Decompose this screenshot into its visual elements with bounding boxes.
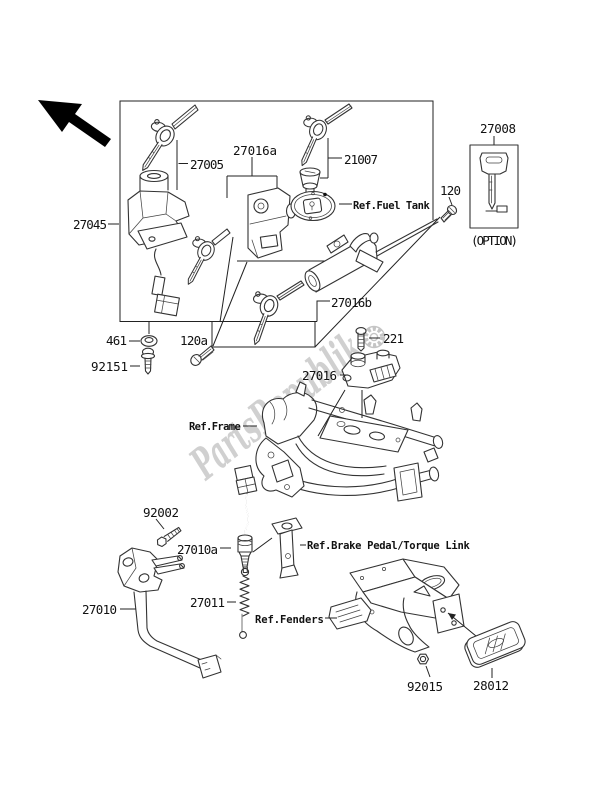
ignition-switch-27045-drawing bbox=[127, 169, 190, 317]
label-92002: 92002 bbox=[143, 505, 179, 520]
ignition-key-27005-drawing bbox=[126, 104, 199, 176]
label-option: (OPTION) bbox=[471, 233, 518, 248]
fuel-cap-key-21007-drawing bbox=[285, 103, 353, 194]
direction-arrow-icon bbox=[38, 100, 111, 147]
spare-key-drawing bbox=[172, 228, 231, 289]
screw-221-drawing bbox=[355, 327, 380, 352]
gear-icon bbox=[362, 325, 386, 349]
spring-27011-drawing bbox=[227, 567, 250, 639]
switch-holder-27016-drawing bbox=[317, 349, 401, 437]
bolt-92002-drawing bbox=[155, 518, 182, 547]
screw-120a-drawing bbox=[190, 261, 248, 366]
label-28012: 28012 bbox=[473, 678, 509, 693]
leader-27005 bbox=[176, 140, 188, 190]
label-461: 461 bbox=[106, 333, 127, 348]
label-27005: 27005 bbox=[190, 157, 224, 172]
key-blank-27008-drawing bbox=[469, 136, 519, 229]
label-27016b: 27016b bbox=[331, 295, 372, 310]
label-ref-fenders: Ref.Fenders bbox=[255, 614, 324, 626]
interlock-lever-27010-drawing bbox=[117, 547, 222, 679]
screw-120-drawing bbox=[440, 196, 458, 223]
wiring-connector-drawing bbox=[234, 464, 258, 537]
label-ref-fuel-tank: Ref.Fuel Tank bbox=[353, 200, 430, 212]
brake-pedal-bracket-drawing bbox=[271, 517, 306, 579]
reflector-28012-drawing bbox=[464, 621, 526, 678]
label-221: 221 bbox=[383, 331, 404, 346]
label-92015: 92015 bbox=[407, 679, 443, 694]
screw-92151-drawing bbox=[130, 347, 156, 375]
label-27008: 27008 bbox=[480, 121, 516, 136]
lock-set-27016a-drawing bbox=[247, 187, 297, 259]
switch-27010a-drawing bbox=[220, 534, 273, 574]
label-21007: 21007 bbox=[344, 152, 378, 167]
label-27010a: 27010a bbox=[177, 542, 218, 557]
fender-drawing bbox=[328, 558, 477, 653]
leader-21007 bbox=[320, 138, 342, 179]
label-120a: 120a bbox=[180, 333, 208, 348]
label-27016: 27016 bbox=[302, 368, 337, 383]
frame-drawing bbox=[255, 381, 444, 502]
label-27045: 27045 bbox=[73, 217, 107, 232]
label-ref-brake: Ref.Brake Pedal/Torque Link bbox=[307, 540, 470, 552]
label-120: 120 bbox=[440, 183, 461, 198]
lock-cylinder-27016b-drawing bbox=[236, 218, 439, 348]
label-ref-frame: Ref.Frame bbox=[189, 421, 241, 433]
label-27010: 27010 bbox=[82, 602, 117, 617]
label-27016a: 27016a bbox=[233, 143, 277, 158]
nut-92015-drawing bbox=[416, 653, 431, 678]
fuel-tank-cap-drawing bbox=[290, 190, 336, 222]
washer-461-drawing bbox=[129, 322, 158, 347]
label-92151: 92151 bbox=[91, 359, 128, 374]
leader-27016a bbox=[226, 157, 278, 198]
label-27011: 27011 bbox=[190, 595, 225, 610]
